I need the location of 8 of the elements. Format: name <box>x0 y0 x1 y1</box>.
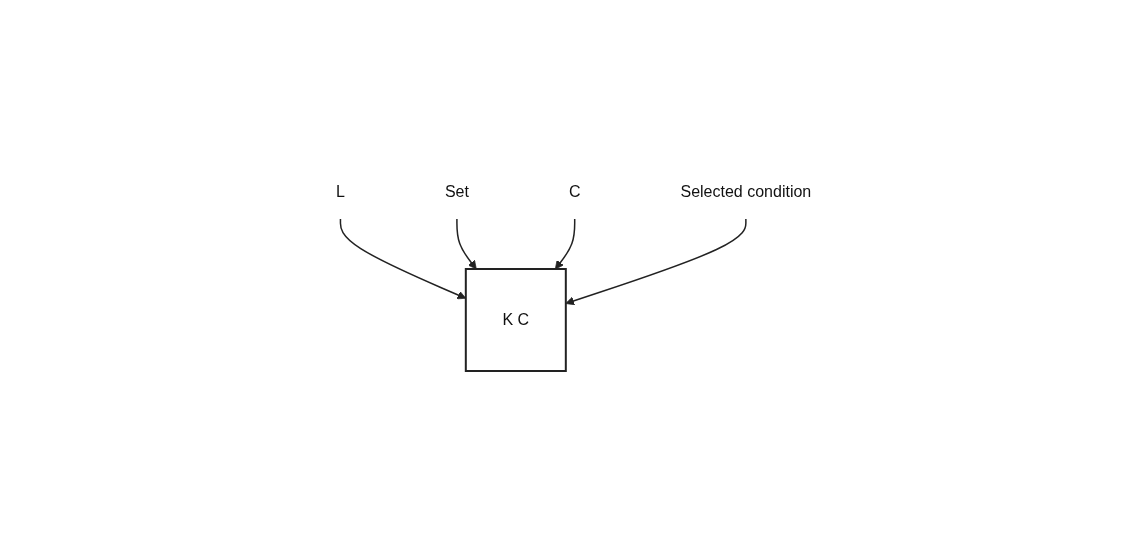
node-text: L <box>336 182 346 200</box>
node-text: Selected condition <box>680 182 812 200</box>
arrow <box>555 217 576 269</box>
arrow <box>456 217 478 269</box>
node-text: C <box>569 182 581 200</box>
node-text: Set <box>445 182 470 200</box>
arrow <box>340 217 467 299</box>
node-box: K C <box>465 267 568 372</box>
